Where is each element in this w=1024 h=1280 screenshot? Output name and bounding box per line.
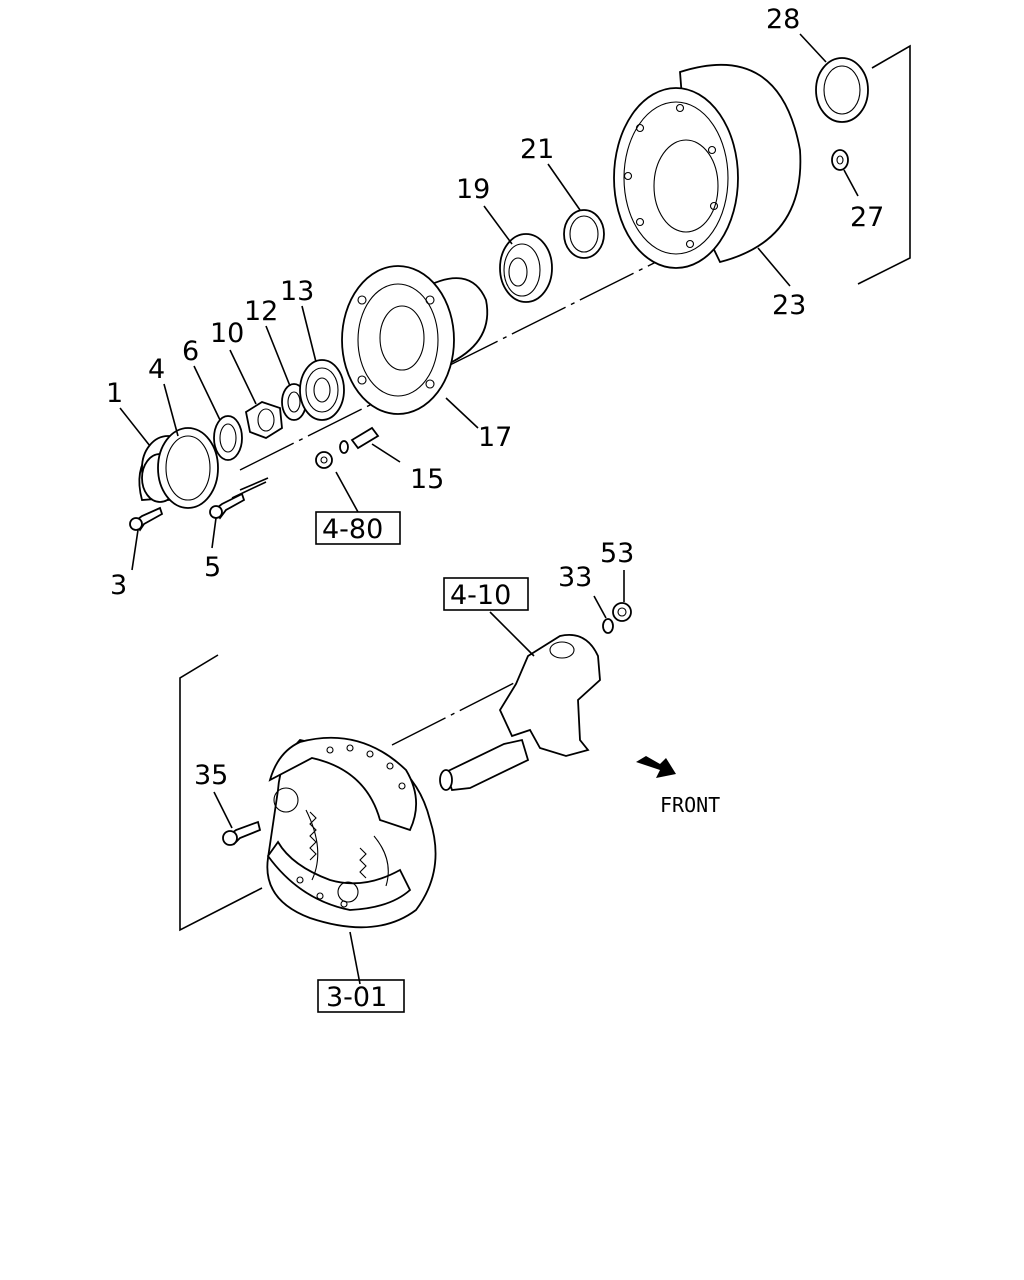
callout-35: 35 [194, 760, 228, 791]
ref-box-4-80[interactable]: 4-80 [315, 511, 401, 545]
knuckle-nut-part[interactable] [612, 602, 632, 622]
knuckle-washer-part[interactable] [602, 618, 614, 634]
knuckle-axis-line [391, 679, 521, 746]
hub-nut-part[interactable] [244, 401, 283, 439]
gasket-plate-part[interactable] [157, 427, 219, 509]
spacer-ring-part[interactable] [563, 209, 605, 259]
callout-1: 1 [106, 378, 123, 409]
callout-28: 28 [766, 4, 800, 35]
callout-5: 5 [204, 552, 221, 583]
callout-15: 15 [410, 464, 444, 495]
backing-plate-bolt-part[interactable] [222, 820, 262, 846]
hub-axis-line [239, 229, 721, 471]
oil-seal-part[interactable] [815, 57, 869, 123]
inner-bearing-part[interactable] [499, 233, 553, 303]
ref-box-4-10[interactable]: 4-10 [443, 577, 529, 611]
hub-stud-part[interactable] [339, 426, 380, 454]
callout-27: 27 [850, 202, 884, 233]
brake-shoe-assembly-part[interactable] [266, 736, 437, 929]
callout-23: 23 [772, 290, 806, 321]
callout-17: 17 [478, 422, 512, 453]
callout-21: 21 [520, 134, 554, 165]
callout-4: 4 [148, 354, 165, 385]
callout-19: 19 [456, 174, 490, 205]
seal-ring-part[interactable] [213, 415, 243, 461]
plate-bolt-part[interactable] [209, 492, 246, 520]
outer-bearing-part[interactable] [299, 359, 345, 421]
ref-4-80-label: 4-80 [322, 514, 383, 545]
ref-3-01-label: 3-01 [326, 982, 387, 1013]
callout-33: 33 [558, 562, 592, 593]
brake-drum-part[interactable] [613, 63, 802, 269]
callout-6: 6 [182, 336, 199, 367]
drum-assembly-bracket [857, 44, 911, 285]
leader-lines [119, 33, 859, 985]
front-direction-arrow [636, 756, 676, 778]
callout-13: 13 [280, 276, 314, 307]
cap-bolt-part[interactable] [129, 506, 164, 532]
ref-4-10-label: 4-10 [450, 580, 511, 611]
drum-nut-part[interactable] [831, 149, 849, 171]
steering-knuckle-part[interactable] [439, 634, 601, 791]
ref-box-3-01[interactable]: 3-01 [317, 979, 405, 1013]
callout-3: 3 [110, 570, 127, 601]
callout-10: 10 [210, 318, 244, 349]
brake-assembly-bracket [179, 654, 263, 932]
callout-12: 12 [244, 296, 278, 327]
front-label: FRONT [660, 793, 720, 817]
callout-53: 53 [600, 538, 634, 569]
wheel-hub-part[interactable] [341, 265, 489, 415]
stud-nut-part[interactable] [315, 451, 333, 469]
